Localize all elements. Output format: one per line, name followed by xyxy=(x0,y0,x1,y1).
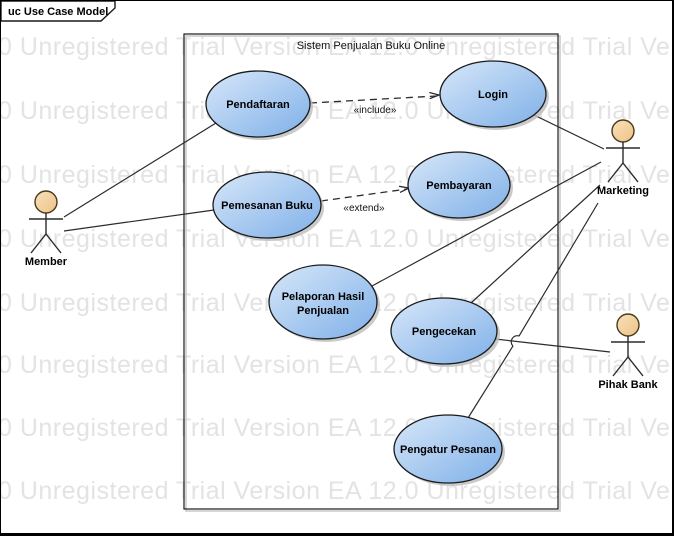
association-member-pendaftaran[interactable] xyxy=(63,122,217,218)
association-member-pemesanan-buku[interactable] xyxy=(63,209,215,232)
usecase-label: Pemesanan Buku xyxy=(221,200,313,212)
association-pelaporan-marketing[interactable] xyxy=(371,161,602,287)
usecase-label: Pendaftaran xyxy=(226,99,290,111)
arrowhead-include xyxy=(429,91,442,100)
association-login-marketing[interactable] xyxy=(533,114,605,150)
usecase-pengecekan[interactable]: Pengecekan xyxy=(390,297,500,367)
usecase-login[interactable]: Login xyxy=(439,60,549,130)
system-boundary[interactable]: Sistem Penjualan Buku Online xyxy=(183,33,561,512)
actor-label: Marketing xyxy=(597,185,649,197)
association-pengatur-pesanan-marketing[interactable] xyxy=(467,202,599,419)
actor-marketing[interactable]: Marketing xyxy=(597,119,649,197)
actor-label: Pihak Bank xyxy=(598,379,658,391)
association-pengecekan-marketing[interactable] xyxy=(470,184,601,304)
usecase-label: Login xyxy=(478,89,508,101)
association-pengecekan-pihak-bank[interactable] xyxy=(494,338,611,353)
usecase-label: Pembayaran xyxy=(426,180,492,192)
usecase-pembayaran[interactable]: Pembayaran xyxy=(407,151,513,221)
usecase-pengatur-pesanan[interactable]: Pengatur Pesanan xyxy=(393,414,505,486)
frame-tab: uc Use Case Model xyxy=(1,1,116,22)
extend-label: «extend» xyxy=(343,203,385,214)
system-boundary-title: Sistem Penjualan Buku Online xyxy=(297,40,446,52)
actor-pihak-bank[interactable]: Pihak Bank xyxy=(598,313,659,391)
extend-dependency-pemesanan-pembayaran[interactable]: «extend» xyxy=(320,185,412,214)
usecase-pemesanan-buku[interactable]: Pemesanan Buku xyxy=(212,171,324,241)
include-label: «include» xyxy=(354,105,397,116)
include-dependency-pendaftaran-login[interactable]: «include» xyxy=(309,91,442,117)
actor-label: Member xyxy=(25,256,68,268)
actor-member[interactable]: Member xyxy=(25,190,68,268)
usecase-label-line1: Pelaporan Hasil xyxy=(282,291,365,303)
usecase-pendaftaran[interactable]: Pendaftaran xyxy=(205,70,313,140)
usecase-pelaporan-hasil-penjualan[interactable]: Pelaporan Hasil Penjualan xyxy=(268,264,380,342)
frame-label: uc Use Case Model xyxy=(8,6,108,18)
usecase-label: Pengatur Pesanan xyxy=(400,444,496,456)
usecase-label-line2: Penjualan xyxy=(297,305,349,317)
usecase-label: Pengecekan xyxy=(412,326,476,338)
